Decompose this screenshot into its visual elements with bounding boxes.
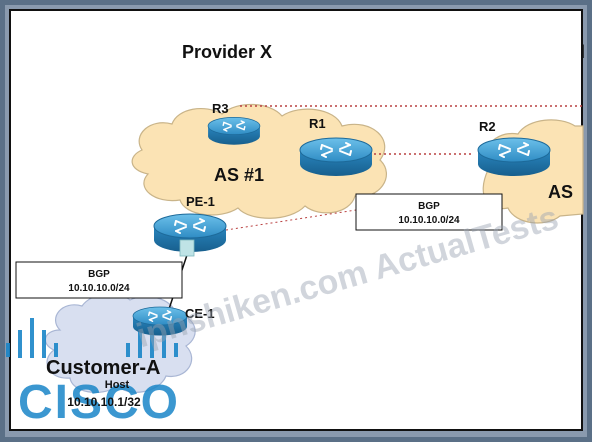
customer-name: Customer-A [46,357,160,379]
customer-host-ip: 10.10.10.1/32 [67,395,141,409]
pe1-port [179,239,195,257]
as-right-label: AS [548,182,573,202]
router-r3-icon [207,116,261,146]
router-pe1-label: PE-1 [186,194,215,209]
bgp-box-left-title: BGP [88,269,110,280]
router-ce1-label: CE-1 [185,306,215,321]
bgp-dash-pe1 [225,209,357,231]
provider-cloud [131,103,387,219]
router-r3-label: R3 [212,101,229,116]
bgp-box-right-title: BGP [418,201,440,212]
as-left-label: AS #1 [214,165,264,185]
router-r1-label: R1 [309,116,326,131]
customer-host-label: Host [105,379,130,391]
bgp-box-left [15,261,183,299]
cisco-logo-text: CISCO [18,376,180,429]
router-r1-icon [299,137,373,177]
router-r2-label: R2 [479,119,496,134]
router-r2-icon [477,137,551,177]
cisco-logo-icon [6,318,178,358]
provider-title: Provider X [182,42,272,62]
bgp-box-left-prefix: 10.10.10.0/24 [68,283,130,294]
right-edge-marker: l [580,42,585,62]
bgp-box-right [355,193,503,231]
bgp-box-right-prefix: 10.10.10.0/24 [398,215,460,226]
